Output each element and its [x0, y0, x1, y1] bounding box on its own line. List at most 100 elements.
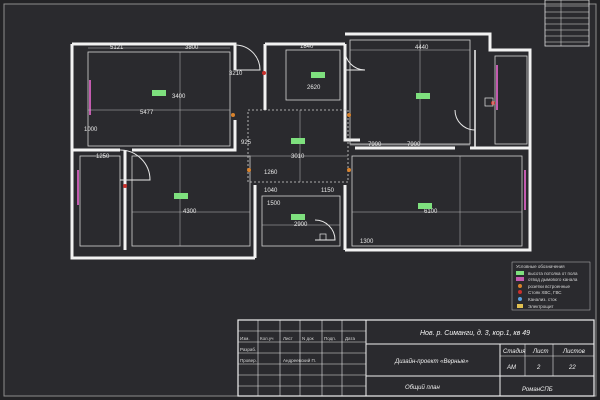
stamp-project-title: Дизайн-проект «Верные» — [394, 358, 469, 365]
marker-9 — [319, 233, 327, 241]
dim-5477: 5477 — [140, 110, 154, 116]
dim-3800: 3800 — [185, 45, 199, 51]
dim-3010: 3010 — [291, 154, 305, 160]
legend-item-3: розетки встроенные — [528, 284, 570, 289]
dim-4440: 4440 — [415, 45, 429, 51]
door-storage — [119, 149, 151, 181]
wall-inner-5 — [343, 44, 360, 142]
room-tag-7 — [418, 203, 432, 209]
stamp-firm: РоманСПБ — [522, 387, 553, 393]
stamp-h-list: Лист — [283, 336, 293, 341]
room-tag-6 — [291, 214, 305, 220]
revisions-table — [544, 0, 590, 47]
stamp-h-ndok: N док — [302, 336, 314, 341]
dimension-lines — [88, 40, 522, 246]
dimension-labels: 5121 3800 1840 4440 5477 3400 1000 3210 … — [84, 44, 438, 245]
legend-item-6: Электрощит — [528, 304, 554, 309]
stamp-col-sheet: Лист — [532, 349, 548, 355]
room-wc — [261, 195, 341, 247]
stamp-col-sheets: Листов — [562, 349, 585, 355]
dim-1250: 1250 — [96, 154, 110, 160]
windows — [77, 65, 526, 210]
stamp-sheet: 2 — [536, 365, 541, 371]
legend-item-1: высота потолка от пола — [528, 271, 578, 276]
marker-2 — [347, 113, 351, 117]
legend-swatch-5 — [518, 297, 522, 301]
stamp-col-stage: Стадия — [503, 349, 526, 355]
door-balcony — [454, 109, 476, 131]
marker-1 — [231, 113, 235, 117]
legend-item-4: Стояк ХВС, ГВС — [528, 290, 562, 295]
marker-8 — [484, 97, 494, 107]
dim-1000: 1000 — [84, 127, 98, 133]
stamp-address: Нов. р. Симанги, д. 3, кор.1, кв 49 — [420, 329, 530, 337]
room-storage — [79, 155, 121, 247]
room-balcony — [494, 55, 528, 145]
room-hall — [247, 109, 349, 183]
wall-left-bottom — [70, 44, 255, 260]
room-kitchen — [351, 155, 523, 247]
dim-1500: 1500 — [267, 201, 281, 207]
door-living — [344, 49, 366, 71]
stamp-row-prover: Провер. — [240, 358, 257, 363]
wall-top-left — [72, 42, 237, 70]
stamp-stage: АМ — [506, 365, 516, 371]
wall-inner-2 — [132, 120, 237, 152]
room-tag-5 — [174, 193, 188, 199]
doors — [119, 44, 476, 241]
room-bedroom-2 — [131, 155, 251, 247]
legend-swatch-4 — [518, 290, 522, 294]
dim-7900b: 7900 — [407, 142, 421, 148]
dim-7900: 7900 — [368, 142, 382, 148]
room-tags — [152, 72, 432, 220]
room-living — [349, 39, 471, 145]
title-block: Изм. Кол.уч Лист N док Подп. Дата Разраб… — [237, 319, 595, 397]
legend-item-2: отвод дымового канала — [528, 277, 578, 282]
marker-6 — [262, 71, 266, 75]
stamp-row-razrab: Разраб. — [240, 347, 256, 352]
dim-1150: 1150 — [321, 188, 335, 194]
legend: Условные обозначения высота потолка от п… — [511, 261, 591, 311]
stamp-sheets: 22 — [568, 365, 576, 371]
marker-3 — [247, 168, 251, 172]
stamp-h-izm: Изм. — [240, 336, 250, 341]
dim-1300: 1300 — [360, 239, 374, 245]
dim-6100: 6100 — [424, 209, 438, 215]
dim-5121: 5121 — [110, 45, 124, 51]
stamp-h-podp: Подп. — [324, 336, 336, 341]
room-bathroom — [285, 49, 341, 101]
room-tag-1 — [152, 90, 166, 96]
room-outlines — [79, 39, 528, 247]
walls — [70, 32, 532, 260]
door-bedroom-1 — [234, 44, 261, 71]
legend-title: Условные обозначения — [516, 264, 565, 269]
wall-right-bottom — [345, 148, 532, 252]
marker-4 — [347, 168, 351, 172]
dim-925: 925 — [241, 140, 252, 146]
legend-swatch-1 — [516, 271, 524, 275]
room-tag-2 — [311, 72, 325, 78]
dim-4300: 4300 — [183, 209, 197, 215]
room-tag-3 — [416, 93, 430, 99]
legend-swatch-3 — [518, 284, 522, 288]
dim-1840: 1840 — [300, 44, 314, 50]
stamp-sheet-title: Общий план — [405, 384, 441, 391]
dim-3210: 3210 — [229, 71, 243, 77]
dim-1260: 1260 — [264, 170, 278, 176]
legend-swatch-2 — [516, 277, 524, 281]
dim-1040: 1040 — [264, 188, 278, 194]
equipment-markers — [123, 71, 495, 241]
marker-5 — [123, 184, 127, 188]
door-wc — [314, 219, 336, 241]
stamp-author: Андреевский П. — [283, 357, 316, 363]
dim-2620: 2620 — [307, 85, 321, 91]
wall-top-right — [345, 32, 532, 148]
dim-2900: 2900 — [294, 222, 308, 228]
dim-3400: 3400 — [172, 94, 186, 100]
stamp-h-kol: Кол.уч — [260, 336, 274, 341]
legend-item-5: Канализ. сток — [528, 297, 557, 302]
legend-swatch-6 — [517, 304, 523, 308]
room-tag-4 — [291, 138, 305, 144]
